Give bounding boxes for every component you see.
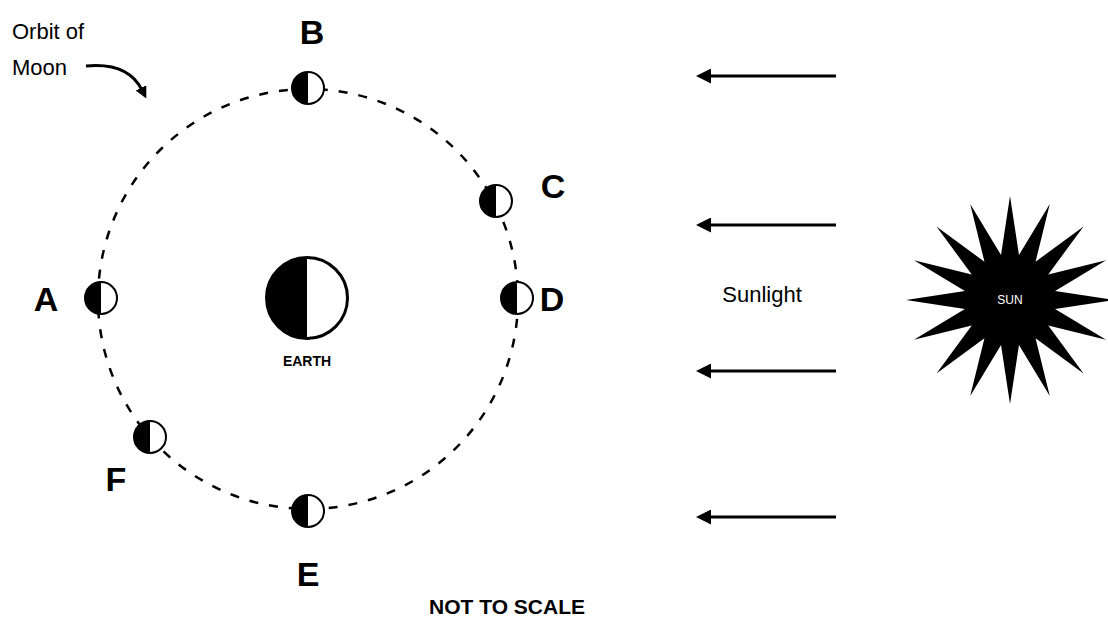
position-letter: F (106, 462, 127, 496)
sun-star (906, 196, 1108, 404)
position-letter: E (297, 557, 320, 591)
dark-side (480, 185, 496, 217)
sunlight-arrow (708, 75, 836, 78)
moon-node: A (84, 281, 118, 315)
moon-shape (84, 281, 118, 315)
moon-shape (291, 71, 325, 105)
moon-node: C (479, 184, 513, 218)
sun-node: SUN (906, 196, 1108, 404)
dark-side (292, 495, 308, 527)
moon-node: B (291, 71, 325, 105)
lit-side (267, 258, 348, 339)
earth-label: EARTH (283, 354, 331, 368)
moon-shape (291, 494, 325, 528)
dark-side (292, 72, 308, 104)
moon-shape (133, 420, 167, 454)
sun-label: SUN (997, 294, 1022, 306)
orbit-label: Orbit of Moon (12, 14, 108, 86)
lit-side (292, 495, 324, 527)
lit-side (85, 282, 117, 314)
moon-orbit (98, 89, 518, 509)
earth-node: EARTH (265, 256, 349, 340)
lit-side (501, 282, 533, 314)
dark-side (134, 421, 150, 453)
moon-node: F (133, 420, 167, 454)
sunlight-arrow (708, 370, 836, 373)
sunlight-arrow (708, 516, 836, 519)
earth-shape (265, 256, 349, 340)
sunlight-arrow (708, 224, 836, 227)
moon-shape (479, 184, 513, 218)
moon-shape (500, 281, 534, 315)
lit-side (134, 421, 166, 453)
lit-side (480, 185, 512, 217)
sunlight-arrows (708, 76, 836, 517)
sunlight-label: Sunlight (722, 282, 802, 308)
dark-side (501, 282, 517, 314)
position-letter: A (34, 282, 59, 316)
dark-side (267, 258, 308, 339)
moon-node: D (500, 281, 534, 315)
leader-arrow (86, 66, 142, 91)
scale-note: NOT TO SCALE (429, 595, 585, 619)
dark-side (85, 282, 101, 314)
position-letter: C (541, 169, 566, 203)
lit-side (292, 72, 324, 104)
position-letter: D (540, 282, 565, 316)
position-letter: B (300, 15, 325, 49)
moon-node: E (291, 494, 325, 528)
